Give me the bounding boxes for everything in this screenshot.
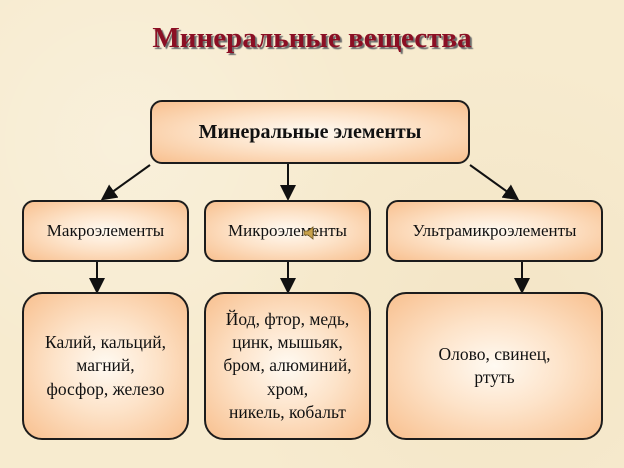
list-item: магний, (76, 355, 135, 376)
slide-title: Минеральные вещества (152, 22, 472, 54)
list-item: бром, алюминий, (223, 355, 352, 376)
root-box: Минеральные элементы (150, 100, 470, 164)
arrow-root-macro (100, 164, 151, 201)
category-label: Микроэлементы (228, 220, 347, 240)
category-box-ultra: Ультрамикроэлементы (386, 200, 603, 262)
list-item: Калий, кальций, (45, 332, 166, 353)
list-item: Олово, свинец, (438, 343, 551, 364)
list-item: фосфор, железо (46, 378, 165, 399)
list-item: цинк, мышьяк, (232, 332, 343, 353)
category-label: Макроэлементы (46, 220, 165, 240)
list-item: ртуть (474, 367, 515, 387)
list-box-micro: Йод, фтор, медь,цинк, мышьяк,бром, алюми… (204, 292, 371, 440)
category-box-macro: Макроэлементы (22, 200, 189, 262)
arrow-root-ultra (469, 164, 520, 201)
speaker-icon[interactable] (302, 224, 320, 242)
category-label: Ультрамикроэлементы (412, 220, 577, 240)
list-box-ultra: Олово, свинец, ртуть (386, 292, 603, 440)
list-item: хром, (266, 378, 309, 399)
list-item: Йод, фтор, медь, (225, 309, 350, 330)
root-label: Минеральные элементы (198, 121, 422, 143)
list-box-macro: Калий, кальций,магний,фосфор, железо (22, 292, 189, 440)
category-box-micro: Микроэлементы (204, 200, 371, 262)
list-item: никель, кобальт (229, 401, 346, 422)
